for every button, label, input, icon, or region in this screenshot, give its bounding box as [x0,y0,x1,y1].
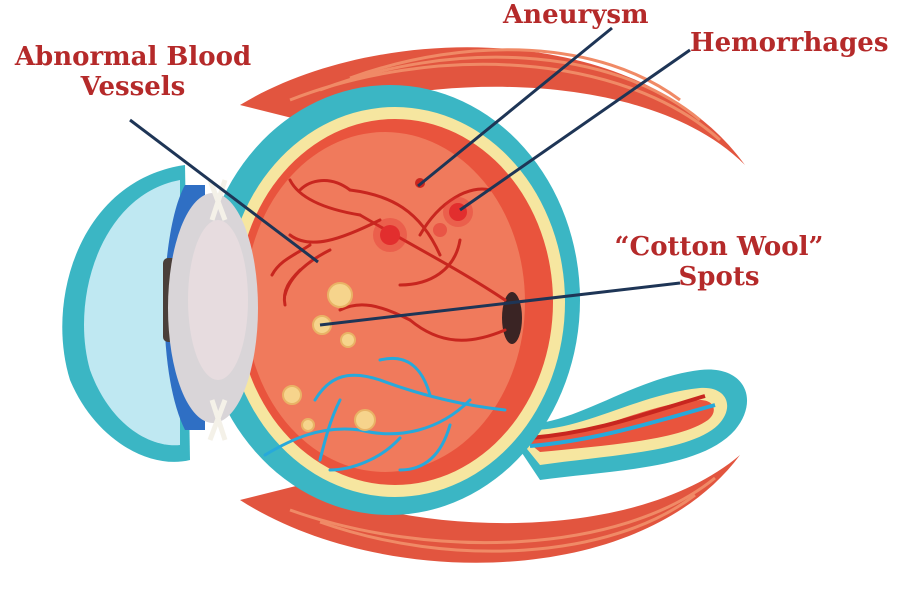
leader-lines [129,26,691,327]
blue-vessels [263,356,507,472]
cotton-wool-spots [282,282,376,432]
label-abnormal-blood-vessels: Abnormal Blood Vessels [8,42,258,102]
leader-abnormal-vessels [129,118,319,264]
label-abnormal-line1: Abnormal Blood [14,42,252,72]
label-cotton-line2: Spots [678,262,760,292]
leader-aneurysm [417,26,613,188]
vitreous-body [245,132,525,472]
label-hemorrhages: Hemorrhages [690,28,889,58]
leader-hemorrhages [459,48,691,212]
label-cotton-wool-spots: “Cotton Wool” Spots [594,232,844,292]
label-aneurysm: Aneurysm [503,0,649,30]
label-abnormal-line2: Vessels [80,72,186,102]
leader-cotton-wool [319,281,681,327]
label-cotton-line1: “Cotton Wool” [614,232,824,262]
